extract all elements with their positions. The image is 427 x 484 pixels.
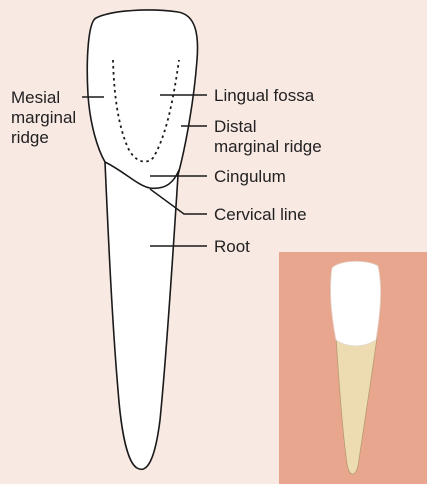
inset-crown <box>331 261 381 346</box>
cervical-line-label: Cervical line <box>214 205 307 225</box>
tooth-outline <box>87 10 197 469</box>
distal-marginal-ridge-label: Distal marginal ridge <box>214 117 322 157</box>
tooth-color-inset <box>279 252 427 484</box>
cingulum-label: Cingulum <box>214 167 286 187</box>
root-label: Root <box>214 237 250 257</box>
lingual-fossa-label: Lingual fossa <box>214 86 314 106</box>
mesial-marginal-ridge-label: Mesial marginal ridge <box>11 88 76 148</box>
